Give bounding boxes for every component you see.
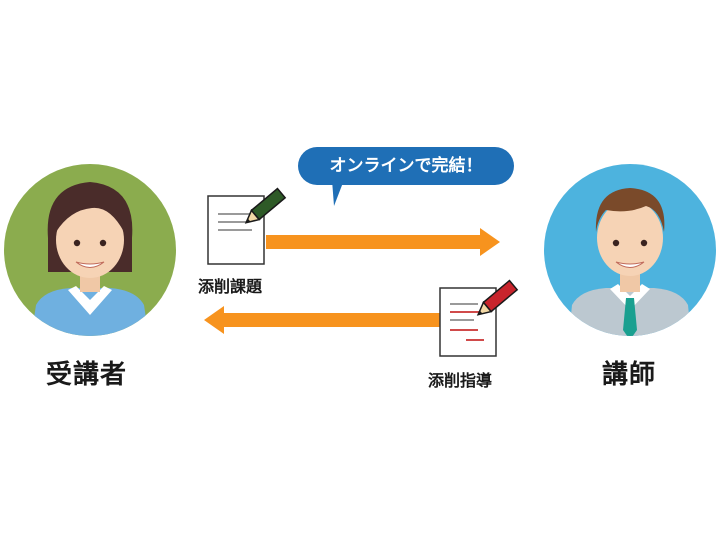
arrow-right [266, 228, 500, 256]
learner-label: 受講者 [46, 360, 128, 390]
instructor-label: 講師 [602, 360, 657, 390]
arrow-left [204, 306, 442, 334]
green-pencil-icon [244, 187, 287, 224]
assignment-label: 添削課題 [198, 277, 263, 296]
red-pencil-icon [476, 279, 519, 316]
guidance-document-icon [439, 287, 497, 357]
bubble-text: オンラインで完結！ [329, 156, 483, 176]
learner-avatar [4, 164, 176, 336]
instructor-avatar [544, 164, 716, 336]
speech-bubble [298, 147, 514, 206]
guidance-label: 添削指導 [428, 371, 493, 390]
assignment-document-icon [207, 195, 265, 265]
